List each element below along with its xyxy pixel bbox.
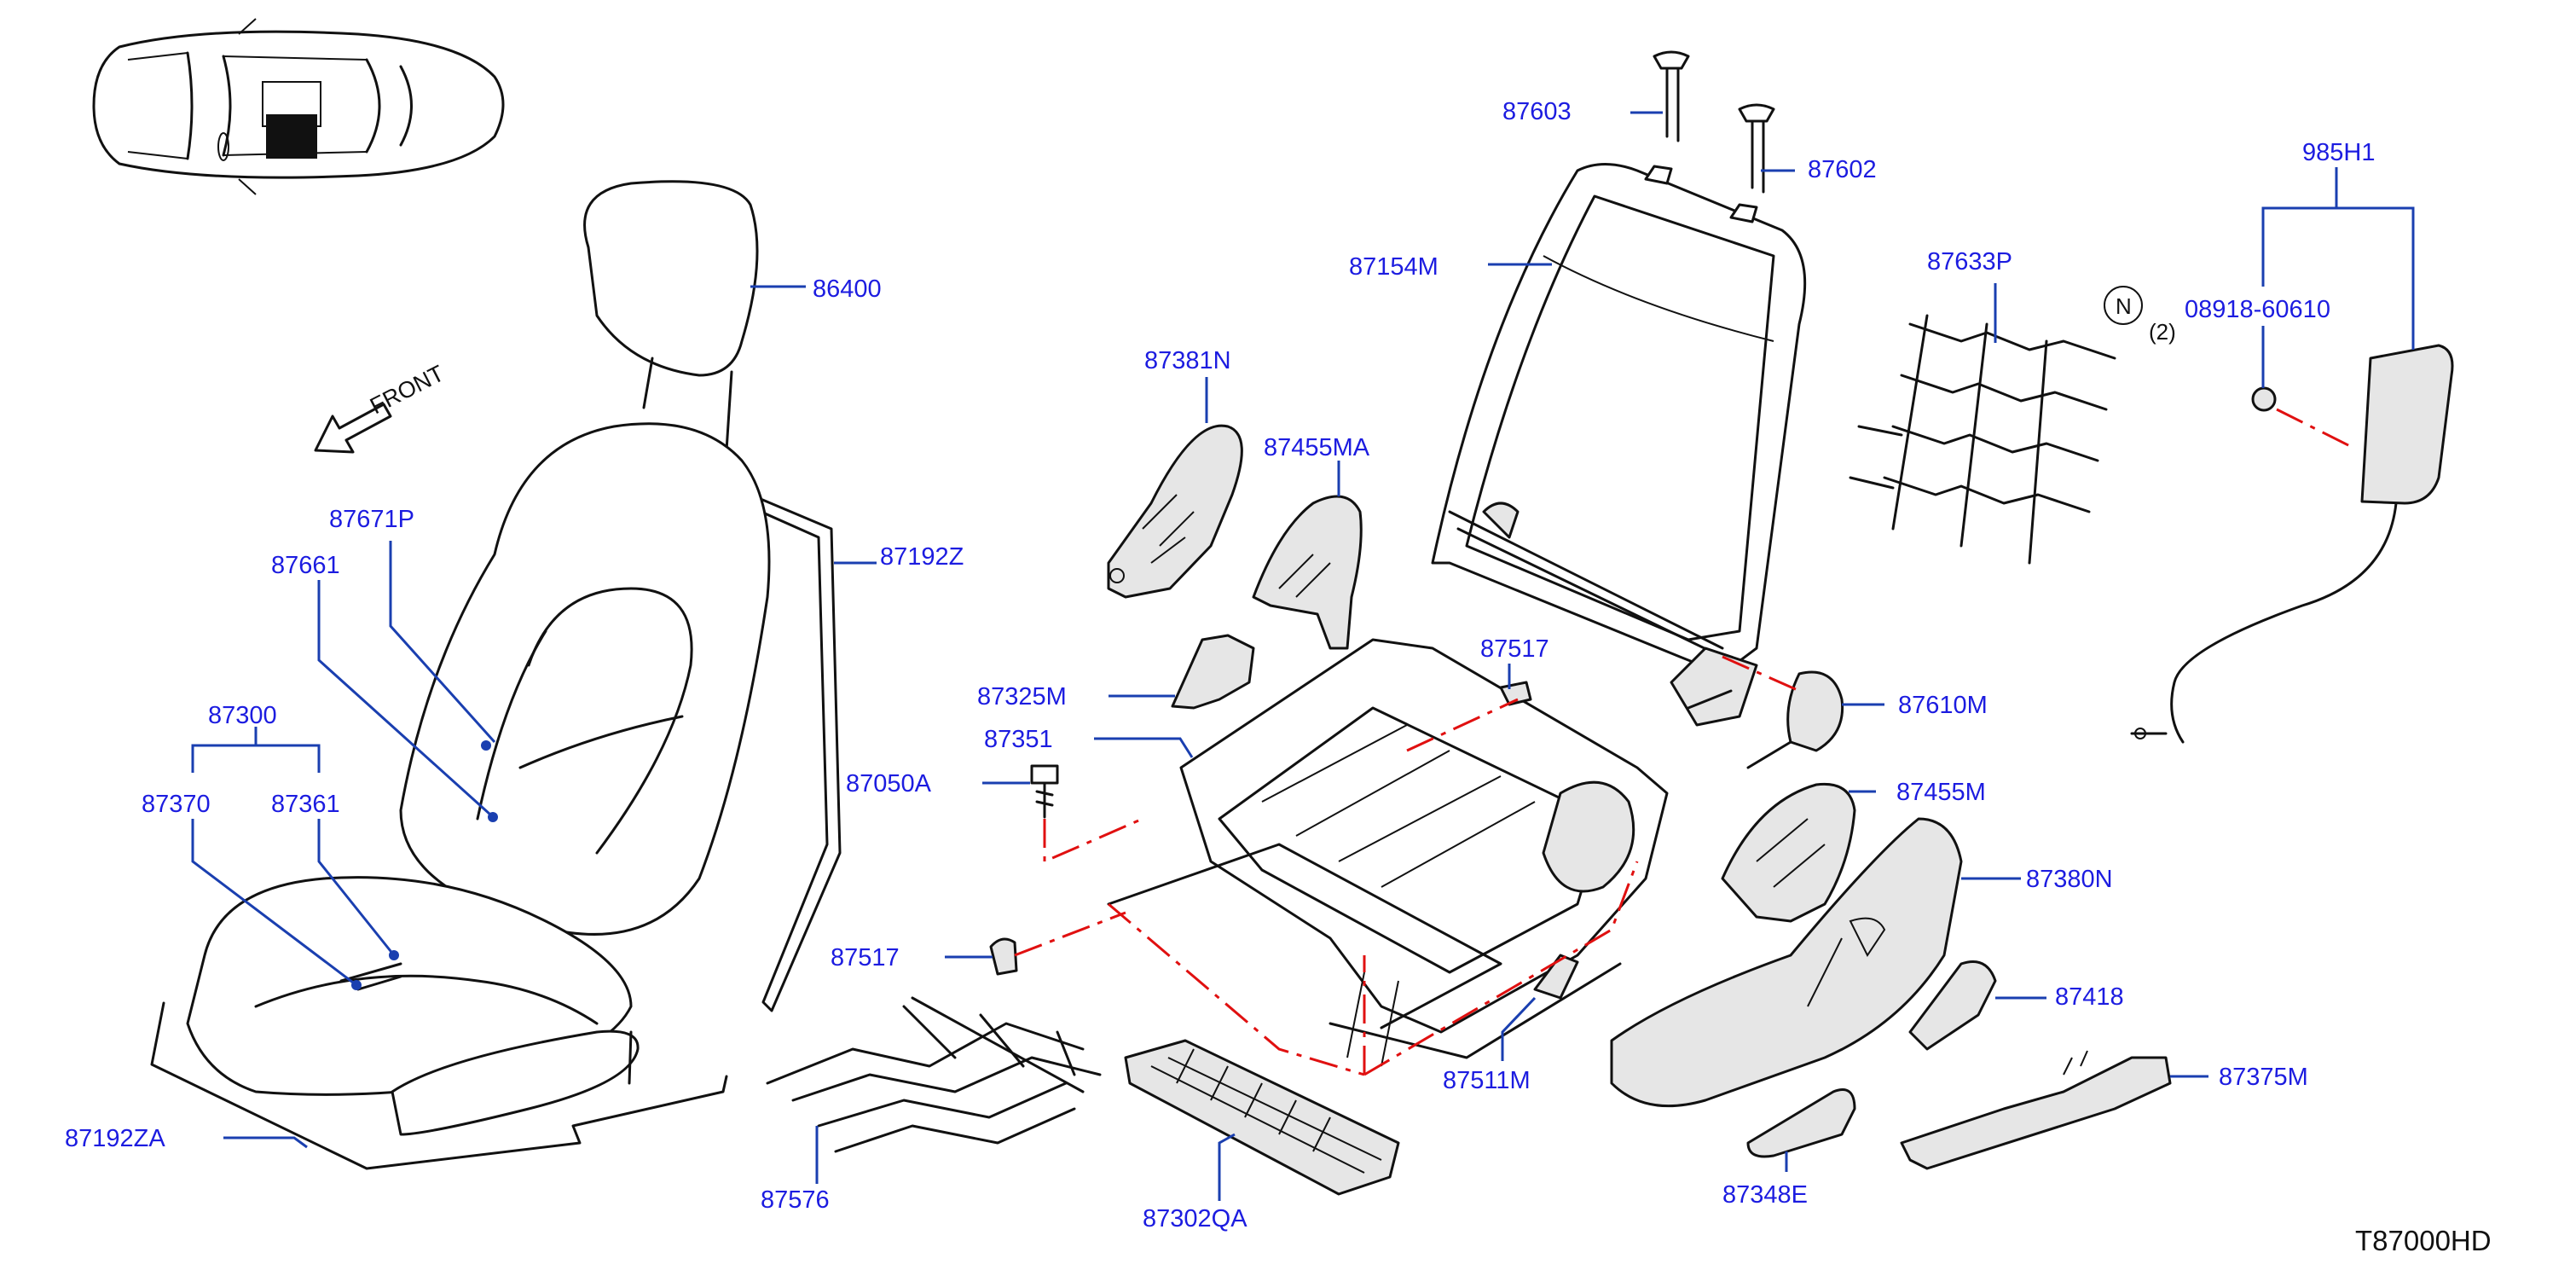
part-label: 87361 bbox=[271, 791, 340, 818]
part-label: 87154M bbox=[1349, 253, 1439, 281]
part-label: 86400 bbox=[813, 275, 882, 303]
part-label: 87455M bbox=[1896, 779, 1986, 806]
trim-87375M bbox=[1900, 1050, 2172, 1170]
cover-87455MA bbox=[1252, 495, 1363, 650]
part-label: 87381N bbox=[1144, 347, 1231, 374]
knob-87418 bbox=[1908, 960, 1997, 1051]
front-direction-arrow: FRONT bbox=[314, 360, 449, 454]
note-qty: (2) bbox=[2149, 319, 2176, 345]
assembly-lines bbox=[1014, 408, 2354, 1076]
headrest bbox=[583, 180, 759, 452]
clip-87517-left bbox=[989, 937, 1018, 976]
part-label: 87610M bbox=[1898, 692, 1988, 719]
part-label: 87300 bbox=[208, 702, 277, 729]
part-label: 87050A bbox=[846, 770, 932, 797]
lumbar-support-87633P bbox=[1849, 314, 2116, 565]
seatback-frame-87154M bbox=[1431, 163, 1807, 727]
part-label: 87576 bbox=[761, 1186, 830, 1214]
part-label: 87418 bbox=[2055, 983, 2124, 1011]
part-label: 87603 bbox=[1502, 98, 1572, 125]
headrest-guide-87603 bbox=[1653, 50, 1690, 142]
airbag-985H1 bbox=[2130, 344, 2454, 744]
part-label: 87302QA bbox=[1143, 1205, 1247, 1232]
part-label: 87455MA bbox=[1264, 434, 1370, 461]
part-label: 87325M bbox=[977, 683, 1067, 710]
part-label: 985H1 bbox=[2302, 139, 2375, 166]
recliner-87610M bbox=[1687, 670, 1844, 769]
front-label: FRONT bbox=[366, 360, 448, 419]
part-label: 08918-60610 bbox=[2185, 296, 2330, 323]
note-n-symbol: N (2) bbox=[2104, 286, 2176, 345]
bracket-87381N bbox=[1107, 424, 1243, 599]
cover-87348E bbox=[1746, 1088, 1856, 1158]
part-label: 87633P bbox=[1927, 248, 2012, 275]
part-labels: 86400 87192Z 87671P 87661 87300 87370 87… bbox=[65, 98, 2375, 1232]
part-label: 87671P bbox=[329, 506, 414, 533]
part-label: 87192ZA bbox=[65, 1125, 165, 1152]
part-label: 87351 bbox=[984, 726, 1053, 753]
headrest-guide-87602 bbox=[1738, 103, 1775, 194]
seat-assembly bbox=[186, 422, 771, 1136]
part-label: 87375M bbox=[2219, 1064, 2308, 1091]
cushion-frame bbox=[1107, 638, 1669, 1067]
mat-87302QA bbox=[1124, 1039, 1400, 1196]
bolt-87050A bbox=[1030, 764, 1059, 819]
spring-87576 bbox=[766, 996, 1102, 1153]
part-label: 87602 bbox=[1808, 156, 1877, 183]
part-label: 87380N bbox=[2026, 866, 2113, 893]
part-label: 87192Z bbox=[880, 543, 964, 571]
note-n-letter: N bbox=[2116, 293, 2132, 319]
part-label: 87511M bbox=[1443, 1067, 1531, 1094]
side-shield-87380N bbox=[1610, 817, 1963, 1108]
part-label: 87517 bbox=[831, 944, 900, 971]
diagram-code: T87000HD bbox=[2355, 1225, 2492, 1256]
cushion-pad-outline bbox=[150, 1001, 728, 1170]
part-label: 87517 bbox=[1480, 635, 1549, 663]
part-label: 87661 bbox=[271, 552, 340, 579]
cover-87455M bbox=[1721, 782, 1856, 923]
part-label: 87370 bbox=[142, 791, 211, 818]
car-locator-icon bbox=[92, 18, 505, 195]
bracket-87511M bbox=[1533, 954, 1579, 1000]
guide-87325M bbox=[1171, 634, 1255, 710]
leader-lines bbox=[191, 111, 2415, 1201]
part-label: 87348E bbox=[1722, 1181, 1808, 1209]
